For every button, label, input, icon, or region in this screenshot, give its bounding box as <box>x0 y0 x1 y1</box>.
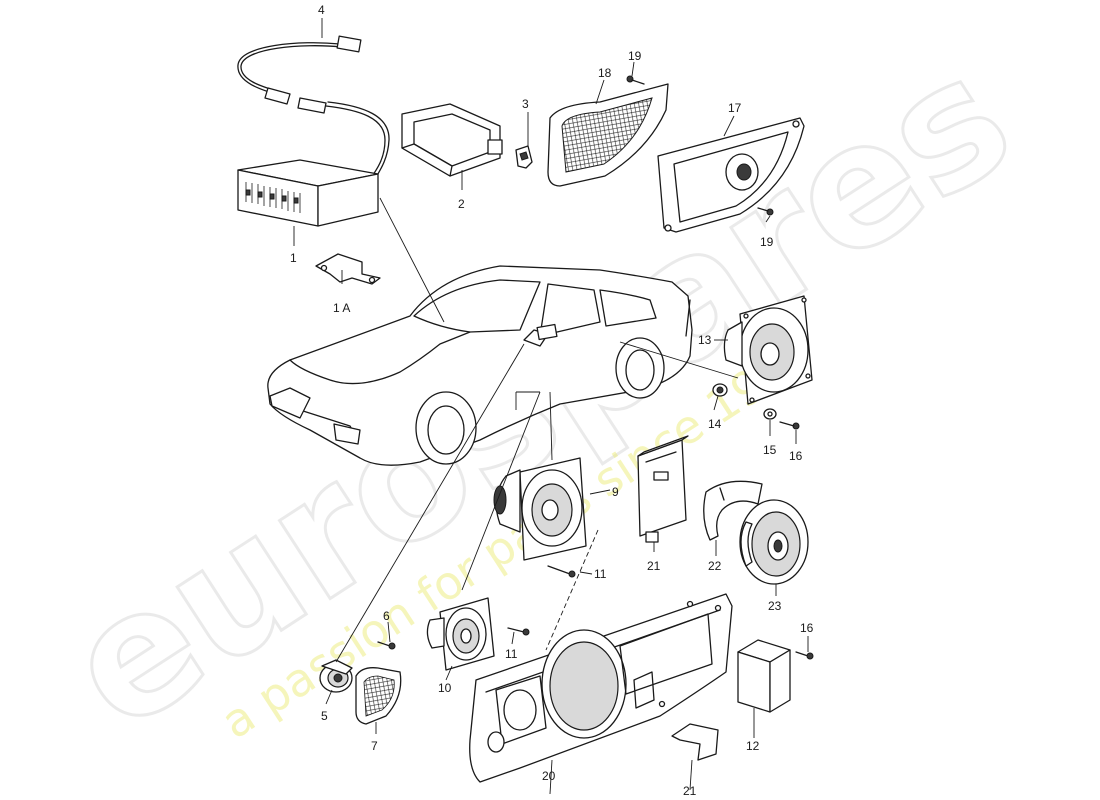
label-part-11-lower: 11 <box>505 647 518 661</box>
screw-part-11-upper[interactable] <box>547 565 576 578</box>
label-part-22: 22 <box>708 559 722 573</box>
label-part-4: 4 <box>318 3 325 17</box>
label-part-10: 10 <box>438 681 452 695</box>
screw-part-19-side[interactable] <box>757 207 774 216</box>
label-part-5: 5 <box>321 709 328 723</box>
label-part-20: 20 <box>542 769 556 783</box>
label-part-17: 17 <box>728 101 742 115</box>
label-part-19-side: 19 <box>760 235 774 249</box>
label-part-7: 7 <box>371 739 378 753</box>
radio-unit-part-1[interactable] <box>237 159 379 227</box>
label-part-12: 12 <box>746 739 760 753</box>
label-part-9: 9 <box>612 485 619 499</box>
label-part-14: 14 <box>708 417 722 431</box>
label-part-13: 13 <box>698 333 712 347</box>
speaker-frame-part-17[interactable] <box>657 117 805 233</box>
speaker-housing-part-22[interactable] <box>703 480 763 541</box>
leader-lines <box>293 18 809 795</box>
mounting-frame-part-2[interactable] <box>401 103 503 177</box>
label-part-15: 15 <box>763 443 777 457</box>
door-speaker-part-9[interactable] <box>493 457 587 561</box>
radio-bracket-part-1a[interactable] <box>315 253 381 285</box>
label-part-2: 2 <box>458 197 465 211</box>
antenna-cable-part-4[interactable] <box>237 35 390 185</box>
label-part-21-top: 21 <box>647 559 661 573</box>
label-part-18: 18 <box>598 66 612 80</box>
label-part-21-bottom: 21 <box>683 784 697 798</box>
screw-part-16-bottom[interactable] <box>795 651 814 660</box>
screw-part-19-top[interactable] <box>626 75 645 85</box>
speaker-grille-part-18[interactable] <box>547 83 669 187</box>
door-panel-part-20[interactable] <box>469 593 733 783</box>
bracket-part-21[interactable] <box>671 723 719 761</box>
screw-part-11-lower[interactable] <box>507 627 530 636</box>
nut-part-14[interactable] <box>712 383 728 397</box>
label-part-23: 23 <box>768 599 782 613</box>
clip-part-3[interactable] <box>515 145 533 169</box>
label-part-11-upper: 11 <box>594 567 607 581</box>
label-part-19-top: 19 <box>628 49 642 63</box>
amplifier-part-12[interactable] <box>737 639 791 713</box>
rear-speaker-part-13[interactable] <box>723 295 813 405</box>
label-part-3: 3 <box>522 97 529 111</box>
washer-part-15[interactable] <box>763 408 777 420</box>
label-part-6: 6 <box>383 609 390 623</box>
tweeter-part-5[interactable] <box>319 659 353 693</box>
car-body <box>267 265 693 466</box>
label-part-1: 1 <box>290 251 297 265</box>
screw-part-6[interactable] <box>377 641 396 650</box>
coaxial-speaker-part-23[interactable] <box>739 499 809 585</box>
label-part-1a: 1 A <box>333 301 350 315</box>
label-part-16-top: 16 <box>789 449 803 463</box>
crossover-part-21[interactable] <box>637 435 689 543</box>
tweeter-grille-part-7[interactable] <box>355 667 402 725</box>
small-speaker-part-10[interactable] <box>426 597 495 671</box>
screw-part-16-top[interactable] <box>779 421 800 430</box>
part-labels: 4 3 2 18 19 17 19 1 1 A 13 14 15 16 9 21… <box>290 3 814 798</box>
label-part-16-bottom: 16 <box>800 621 814 635</box>
